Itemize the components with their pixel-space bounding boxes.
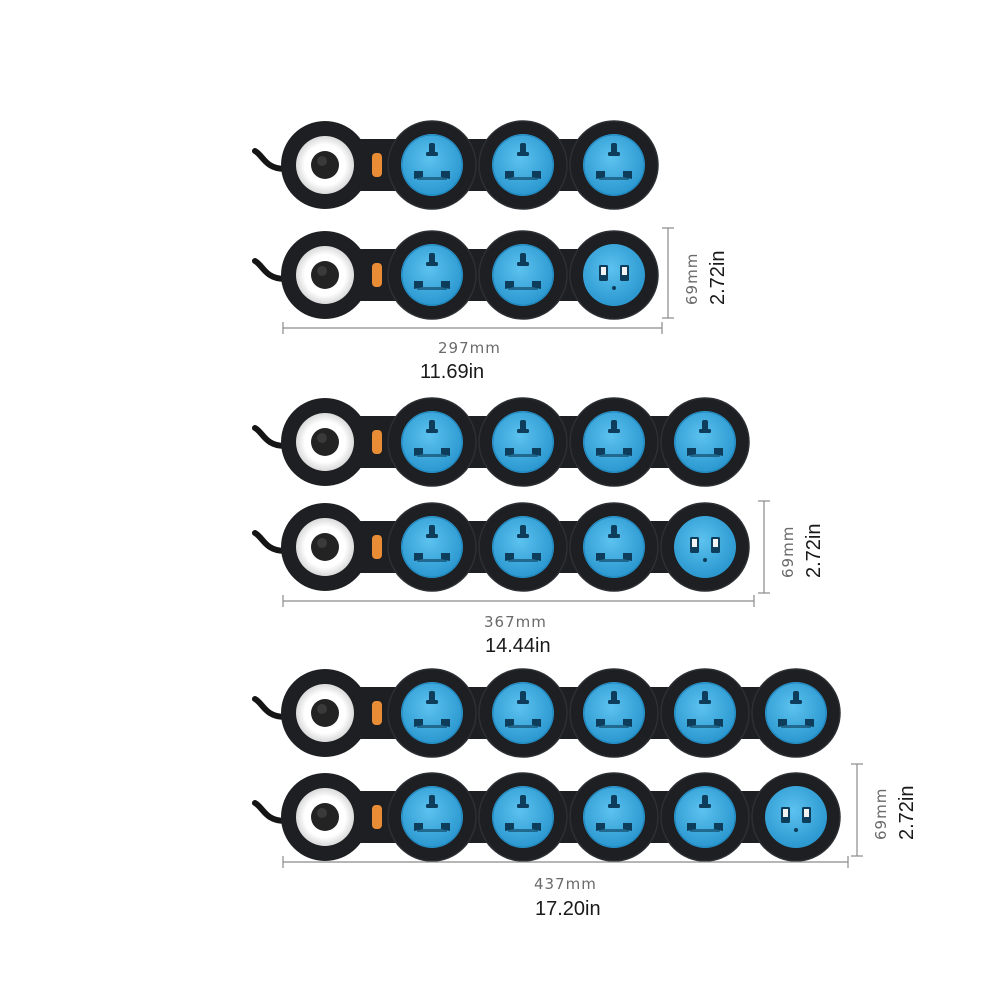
universal-socket-icon — [492, 411, 554, 473]
power-cord-icon — [252, 258, 288, 282]
universal-socket-icon — [492, 682, 554, 744]
universal-socket-icon — [674, 411, 736, 473]
length-mm-label: 367mm — [484, 613, 547, 631]
height-mm-label: 69mm — [683, 253, 701, 305]
height-mm-label: 69mm — [872, 788, 890, 840]
universal-socket-icon — [401, 786, 463, 848]
universal-socket-icon — [492, 244, 554, 306]
usb-port-icon — [674, 516, 736, 578]
power-strip-4-outlet-socket — [252, 397, 750, 487]
power-cord-icon — [252, 800, 288, 824]
universal-socket-icon — [765, 682, 827, 744]
usb-port-icon — [583, 244, 645, 306]
power-switch-icon — [296, 788, 354, 846]
length-in-label: 14.44in — [485, 635, 551, 657]
usb-port-icon — [765, 786, 827, 848]
indicator-light-icon — [372, 153, 382, 177]
universal-socket-icon — [674, 682, 736, 744]
universal-socket-icon — [401, 516, 463, 578]
dimensions-group-4: 367mm 14.44in 69mm 2.72in — [282, 500, 825, 657]
universal-socket-icon — [401, 244, 463, 306]
power-switch-icon — [296, 413, 354, 471]
power-strip-5-outlet-usb — [252, 772, 841, 862]
universal-socket-icon — [674, 786, 736, 848]
power-strip-3-outlet-socket — [252, 120, 659, 210]
height-mm-label: 69mm — [779, 526, 797, 578]
height-in-label: 2.72in — [896, 786, 918, 841]
power-cord-icon — [252, 696, 288, 720]
indicator-light-icon — [372, 701, 382, 725]
length-in-label: 17.20in — [535, 898, 601, 920]
height-in-label: 2.72in — [803, 524, 825, 579]
length-in-label: 11.69in — [420, 361, 484, 383]
dimensions-group-5: 437mm 17.20in 69mm 2.72in — [282, 763, 918, 920]
universal-socket-icon — [583, 134, 645, 196]
power-switch-icon — [296, 136, 354, 194]
universal-socket-icon — [583, 786, 645, 848]
power-strip-5-outlet-socket — [252, 668, 841, 758]
power-cord-icon — [252, 425, 288, 449]
universal-socket-icon — [492, 516, 554, 578]
universal-socket-icon — [401, 411, 463, 473]
universal-socket-icon — [401, 134, 463, 196]
universal-socket-icon — [583, 516, 645, 578]
universal-socket-icon — [492, 786, 554, 848]
universal-socket-icon — [583, 682, 645, 744]
dimensions-group-3: 297mm 11.69in 69mm 2.72in — [282, 227, 729, 383]
height-in-label: 2.72in — [707, 251, 729, 306]
power-strip-3-outlet-usb — [252, 230, 659, 320]
power-switch-icon — [296, 684, 354, 742]
universal-socket-icon — [492, 134, 554, 196]
power-cord-icon — [252, 148, 288, 172]
indicator-light-icon — [372, 430, 382, 454]
power-switch-icon — [296, 246, 354, 304]
power-strip-4-outlet-usb — [252, 502, 750, 592]
universal-socket-icon — [401, 682, 463, 744]
indicator-light-icon — [372, 805, 382, 829]
power-switch-icon — [296, 518, 354, 576]
length-mm-label: 437mm — [534, 875, 597, 893]
universal-socket-icon — [583, 411, 645, 473]
length-mm-label: 297mm — [438, 339, 501, 357]
indicator-light-icon — [372, 535, 382, 559]
power-cord-icon — [252, 530, 288, 554]
indicator-light-icon — [372, 263, 382, 287]
